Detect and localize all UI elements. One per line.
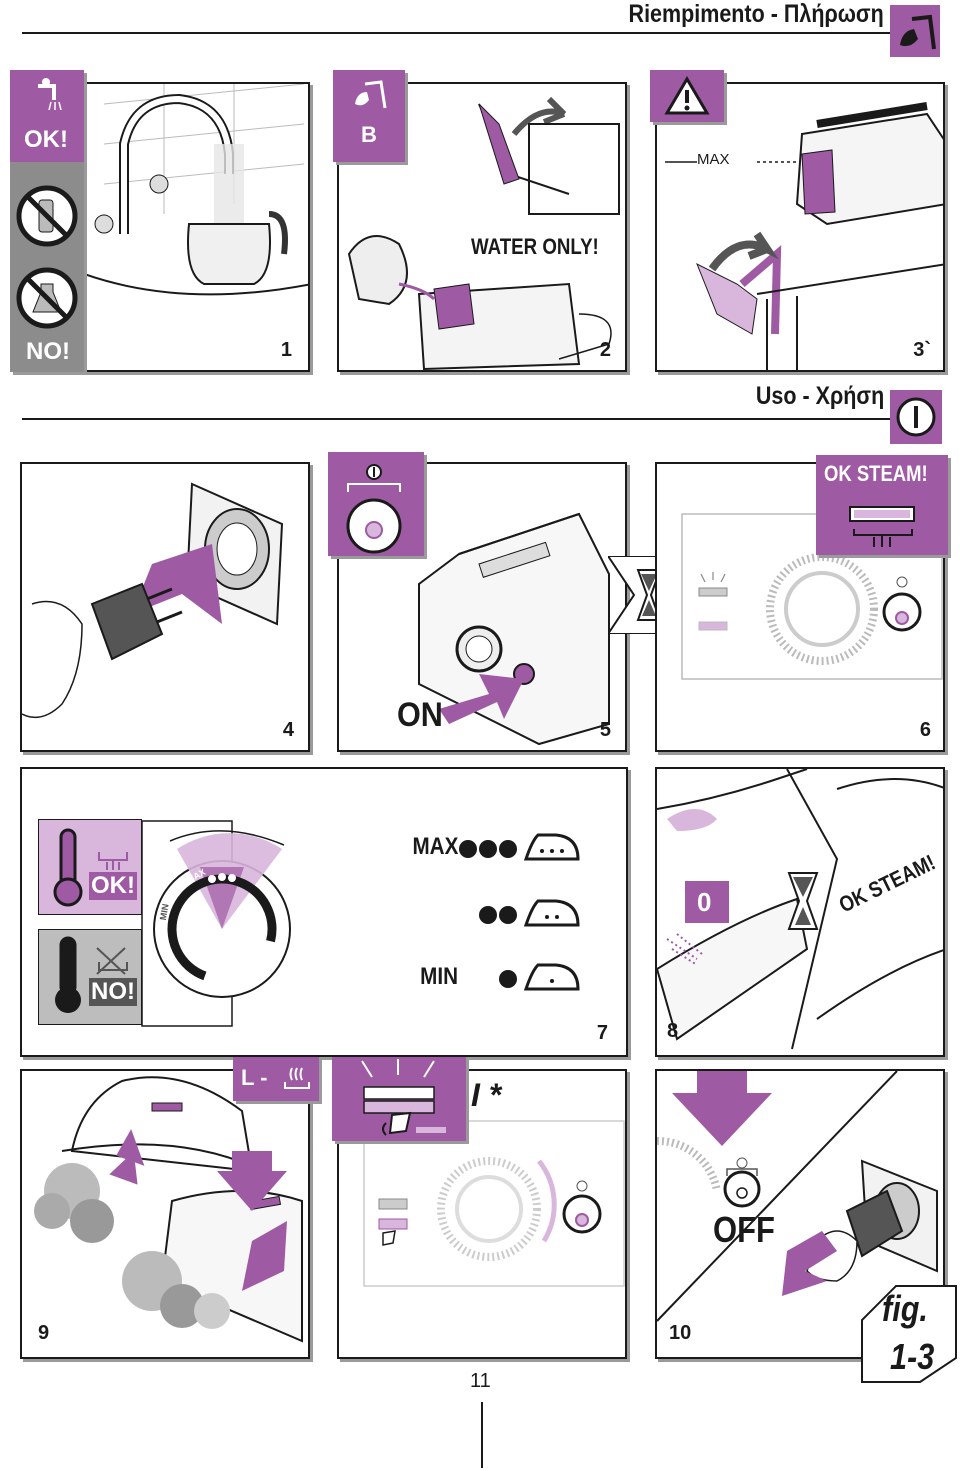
- steam-icon: [284, 1067, 310, 1089]
- panel-number: 5: [599, 719, 611, 741]
- panel-number: 6: [919, 719, 931, 741]
- descale-light-badge: [332, 1057, 466, 1141]
- control-panel-illustration: [681, 513, 943, 680]
- thermometer-hot-icon: [53, 828, 128, 907]
- setting-row-min: MIN: [382, 961, 602, 1001]
- hourglass-icon: [787, 872, 819, 930]
- dots-one-icon: [499, 970, 517, 988]
- zero-setting-badge: 0: [685, 881, 729, 923]
- figure-label-line1: fig.: [882, 1288, 928, 1329]
- plug-in-illustration: [22, 482, 284, 719]
- panel-number: 2: [599, 339, 611, 361]
- panel-8-steam-ready: 0 OK STEAM! 8: [655, 767, 945, 1057]
- warning-badge: [650, 70, 724, 122]
- faucet-icon: [34, 76, 62, 110]
- switch-off-illustration: [657, 1071, 938, 1322]
- panel-11-descale-light: I *: [337, 1069, 627, 1359]
- switch-on-illustration: [418, 512, 610, 746]
- setting-label: MAX: [412, 833, 458, 860]
- page-footer-line: [481, 1402, 483, 1468]
- panel-9-steam-button: 9: [20, 1069, 310, 1359]
- panel-number: 1: [280, 339, 292, 361]
- ok-steam-badge: OK STEAM!: [816, 455, 948, 555]
- panel-number: 8: [667, 1020, 679, 1042]
- section-title-filling: Riempimento - Πλήρωση: [628, 0, 884, 28]
- page-number: 11: [470, 1370, 491, 1392]
- section-rule-use: [22, 418, 890, 420]
- dots-three-icon: [459, 840, 517, 858]
- panel-1-sidebar: OK! NO!: [10, 70, 84, 372]
- no-chemicals-icon: [15, 266, 79, 330]
- steam-lever-badge: L -: [233, 1057, 319, 1101]
- thermometer-ok-badge: OK!: [38, 819, 142, 915]
- panel-3-fill-to-max: MAX 3`: [655, 82, 945, 372]
- no-label: NO!: [89, 978, 137, 1006]
- panel-4-plug-in: 4: [20, 462, 310, 752]
- steam-lever-label: L -: [241, 1065, 268, 1090]
- fill-tank-illustration: [347, 96, 620, 370]
- iron-steam-illustration: [657, 769, 943, 1050]
- panel-number: 10: [669, 1322, 692, 1344]
- on-label: ON: [397, 696, 443, 734]
- thermometer-no-badge: NO!: [38, 929, 142, 1025]
- max-level-illustration: [665, 102, 943, 370]
- section-title-use: Uso - Χρήση: [755, 382, 884, 410]
- section-rule-filling: [22, 32, 890, 34]
- dots-two-icon: [479, 906, 517, 924]
- panel-number: 4: [282, 719, 294, 741]
- setting-row-medium: [382, 897, 602, 937]
- thermometer-cold-icon: [55, 936, 128, 1013]
- ok-steam-label: OK STEAM!: [824, 461, 928, 486]
- warning-icon: [664, 76, 710, 116]
- funnel-icon: [349, 78, 389, 112]
- panel-2-fill-water-only: WATER ONLY! 2: [337, 82, 627, 372]
- ok-label: OK!: [89, 872, 137, 900]
- funnel-icon: [890, 5, 940, 57]
- ok-badge: OK!: [10, 70, 84, 162]
- panel-5-switch-on: ON 5: [337, 462, 627, 752]
- funnel-badge-label: B: [361, 122, 377, 147]
- iron-two-dots-icon: [523, 899, 580, 927]
- panel-1-fill-tap-water: 1: [82, 82, 310, 372]
- max-line-label: MAX: [697, 151, 730, 168]
- steam-light-icon: [849, 506, 915, 547]
- descale-light-icon: [361, 1059, 446, 1136]
- iron-three-dots-icon: [523, 833, 580, 861]
- panel-number: 7: [596, 1022, 608, 1044]
- steam-button-illustration: [34, 1076, 303, 1343]
- panel-number: 3`: [913, 339, 931, 361]
- setting-label: MIN: [420, 963, 458, 990]
- figure-label-line2: 1-3: [890, 1336, 935, 1377]
- water-only-caption: WATER ONLY!: [471, 234, 599, 259]
- iron-one-dot-icon: [523, 963, 580, 991]
- tap-water-illustration: [84, 84, 308, 296]
- power-icon: [890, 390, 942, 444]
- temperature-dial-illustration: [141, 820, 291, 1027]
- funnel-badge: B: [333, 70, 405, 162]
- ok-label: OK!: [24, 126, 68, 153]
- figure-label-tag: fig. 1-3: [860, 1284, 958, 1384]
- off-label: OFF: [713, 1209, 775, 1250]
- zero-label: 0: [697, 887, 712, 917]
- setting-row-max: MAX: [382, 831, 602, 871]
- no-bottled-water-icon: [15, 184, 79, 248]
- power-light-badge: [328, 452, 424, 556]
- panel-number: 9: [38, 1322, 50, 1344]
- footnote-mark: I *: [471, 1077, 502, 1113]
- power-light-icon: [346, 464, 402, 554]
- no-label: NO!: [26, 338, 70, 365]
- descale-panel-illustration: [363, 1120, 625, 1287]
